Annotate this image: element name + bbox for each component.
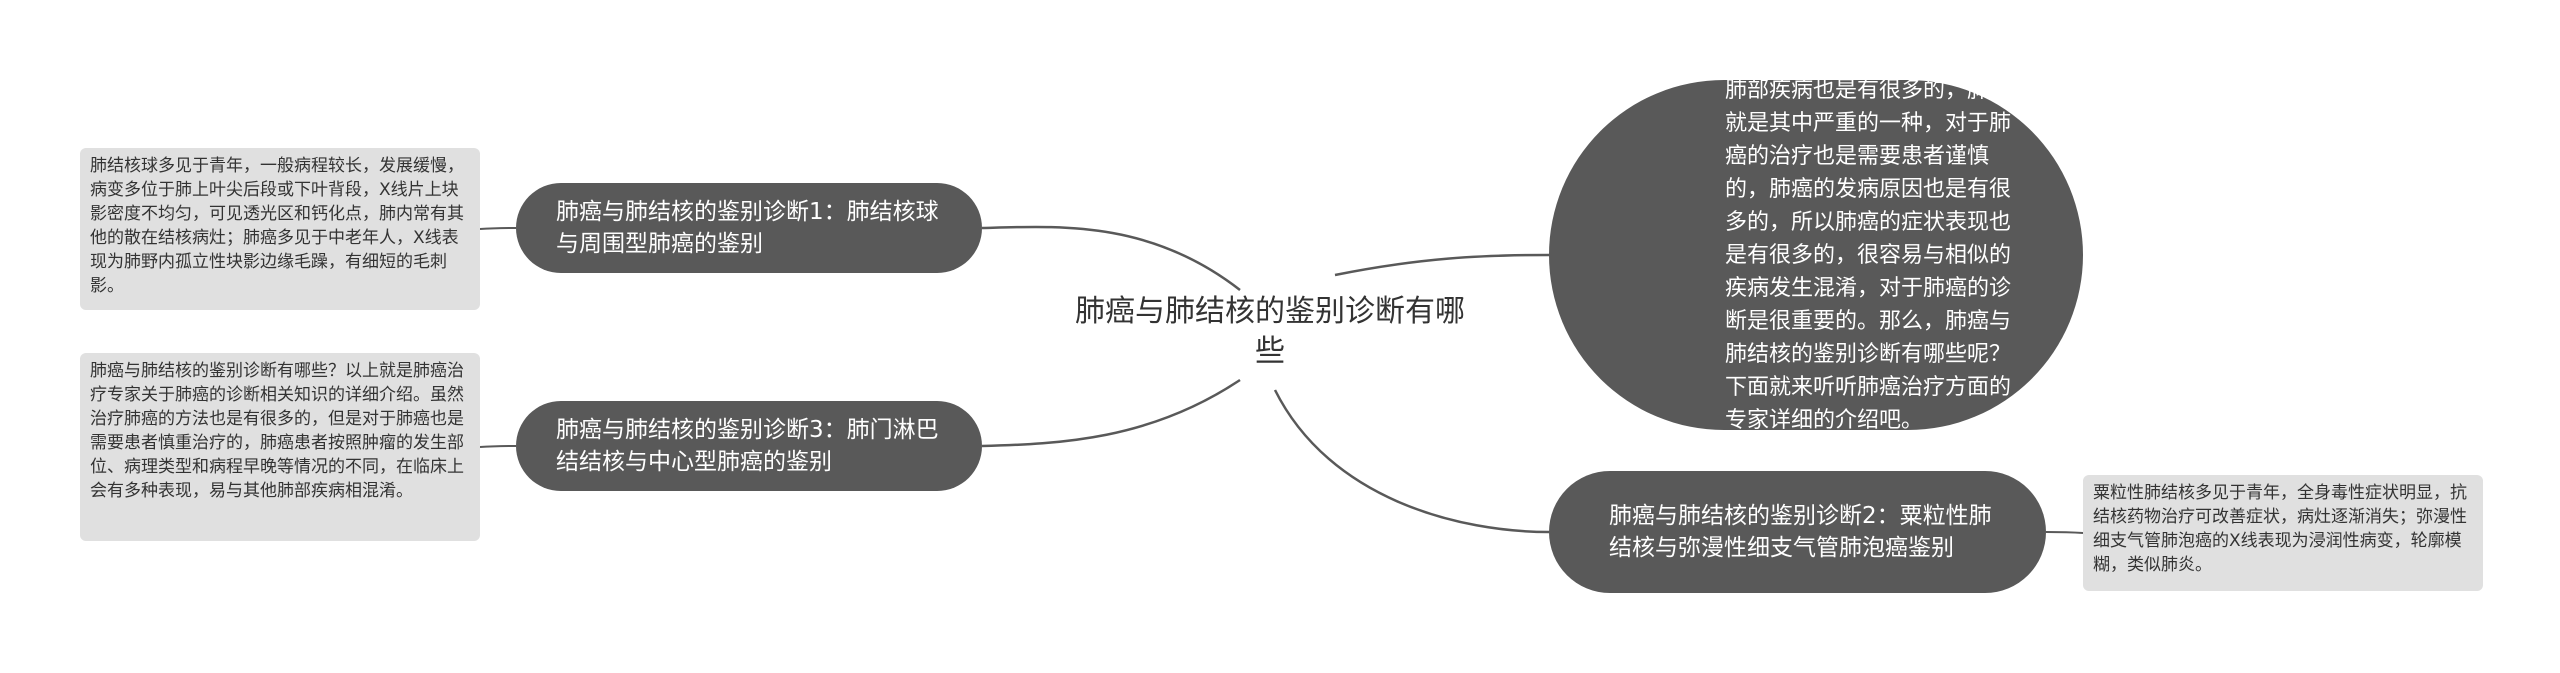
leaf-note-diagnosis-2-text: 粟粒性肺结核多见于青年，全身毒性症状明显，抗结核药物治疗可改善症状，病灶逐渐消失… xyxy=(2093,483,2467,575)
leaf-note-diagnosis-3[interactable]: 肺癌与肺结核的鉴别诊断有哪些？以上就是肺癌治疗专家关于肺癌的诊断相关知识的详细介… xyxy=(80,353,480,541)
connector-center-to-branch-1 xyxy=(981,225,1241,291)
branch-topic-introduction-label: 肺部疾病也是有很多的，肺癌就是其中严重的一种，对于肺癌的治疗也是需要患者谨慎的，… xyxy=(1725,77,2012,433)
branch-topic-diagnosis-3[interactable]: 肺癌与肺结核的鉴别诊断3：肺门淋巴结结核与中心型肺癌的鉴别 xyxy=(516,401,982,491)
branch-topic-diagnosis-2-label: 肺癌与肺结核的鉴别诊断2：粟粒性肺结核与弥漫性细支气管肺泡癌鉴别 xyxy=(1609,503,1992,561)
branch-topic-diagnosis-1[interactable]: 肺癌与肺结核的鉴别诊断1：肺结核球与周围型肺癌的鉴别 xyxy=(516,183,982,273)
connector-center-to-branch-2 xyxy=(1273,389,1550,534)
central-topic[interactable]: 肺癌与肺结核的鉴别诊断有哪些 xyxy=(1070,292,1470,372)
branch-topic-diagnosis-3-label: 肺癌与肺结核的鉴别诊断3：肺门淋巴结结核与中心型肺癌的鉴别 xyxy=(556,417,939,475)
branch-topic-diagnosis-2[interactable]: 肺癌与肺结核的鉴别诊断2：粟粒性肺结核与弥漫性细支气管肺泡癌鉴别 xyxy=(1549,471,2046,593)
connector-center-to-branch-3 xyxy=(981,378,1241,448)
connector-branch-1-to-leaf-1 xyxy=(479,227,517,230)
connector-branch-3-to-leaf-3 xyxy=(479,445,517,448)
leaf-note-diagnosis-2[interactable]: 粟粒性肺结核多见于青年，全身毒性症状明显，抗结核药物治疗可改善症状，病灶逐渐消失… xyxy=(2083,475,2483,591)
branch-topic-diagnosis-1-label: 肺癌与肺结核的鉴别诊断1：肺结核球与周围型肺癌的鉴别 xyxy=(556,199,939,257)
connector-center-to-intro xyxy=(1334,253,1550,277)
leaf-note-diagnosis-3-text: 肺癌与肺结核的鉴别诊断有哪些？以上就是肺癌治疗专家关于肺癌的诊断相关知识的详细介… xyxy=(90,361,464,501)
branch-topic-introduction[interactable]: 肺部疾病也是有很多的，肺癌就是其中严重的一种，对于肺癌的治疗也是需要患者谨慎的，… xyxy=(1549,78,2083,433)
connector-branch-2-to-leaf-2 xyxy=(2045,531,2084,534)
central-topic-label: 肺癌与肺结核的鉴别诊断有哪些 xyxy=(1075,294,1465,369)
leaf-note-diagnosis-1-text: 肺结核球多见于青年，一般病程较长，发展缓慢，病变多位于肺上叶尖后段或下叶背段，X… xyxy=(90,156,464,296)
leaf-note-diagnosis-1[interactable]: 肺结核球多见于青年，一般病程较长，发展缓慢，病变多位于肺上叶尖后段或下叶背段，X… xyxy=(80,148,480,310)
